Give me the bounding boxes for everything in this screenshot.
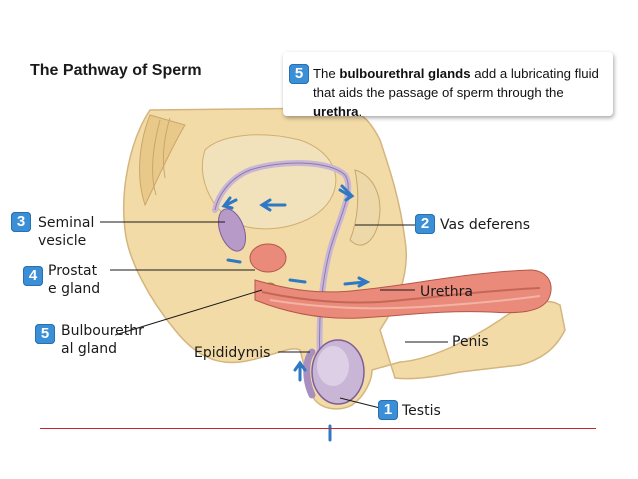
bottom-divider <box>40 428 596 429</box>
seminal-vesicle-shape <box>217 208 247 252</box>
label-bulbourethral-line1: Bulbourethr <box>61 323 144 339</box>
label-prostate-line1: Prostat <box>48 263 98 279</box>
callout-term-urethra: urethra <box>313 104 359 119</box>
prostate-shape <box>249 243 287 273</box>
flow-arrows <box>221 184 371 442</box>
label-penis: Penis <box>452 334 489 350</box>
label-urethra: Urethra <box>420 284 474 300</box>
step-badge-4: 4 <box>23 266 43 286</box>
callout-suffix: . <box>358 104 363 119</box>
label-seminal-line1: Seminal <box>38 215 95 231</box>
step-badge-5: 5 <box>35 324 55 344</box>
label-epididymis: Epididymis <box>194 345 271 361</box>
label-bulbourethral-line2: al gland <box>61 341 118 357</box>
leader-lines <box>100 221 448 409</box>
callout-middle: add a lubricating fluid that aids the pa… <box>313 66 599 100</box>
callout-prefix: The <box>313 66 340 81</box>
label-seminal-vesicle: Seminal vesicle <box>38 214 94 250</box>
callout-text: The bulbourethral glands add a lubricati… <box>313 64 605 121</box>
callout-term-bulbourethral: bulbourethral glands <box>339 66 471 81</box>
step-badge-3: 3 <box>11 212 31 232</box>
sacrum <box>139 114 186 207</box>
label-vas-deferens: Vas deferens <box>440 217 531 233</box>
label-seminal-line2: vesicle <box>38 233 87 249</box>
step-badge: 5 <box>289 64 309 84</box>
label-testis: Testis <box>402 403 441 419</box>
step-badge-2: 2 <box>415 214 435 234</box>
label-prostate-gland: Prostat e gland <box>48 262 100 298</box>
epididymis-shape <box>303 348 316 399</box>
callout-box: 5 The bulbourethral glands add a lubrica… <box>283 52 613 119</box>
pubic-bone <box>349 169 381 246</box>
label-bulbourethral-gland: Bulbourethr al gland <box>61 322 144 358</box>
label-prostate-line2: e gland <box>48 281 101 297</box>
step-badge-1: 1 <box>378 400 398 420</box>
slide-title: The Pathway of Sperm <box>30 62 202 79</box>
